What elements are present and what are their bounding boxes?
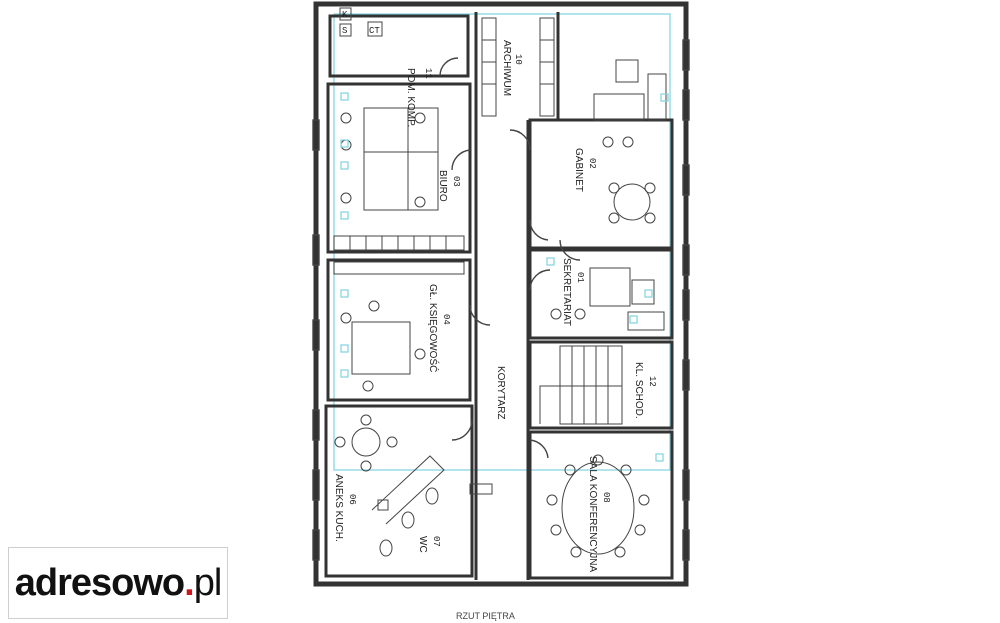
room-name-aneks-kuch: ANEKS KUCH. — [333, 474, 344, 542]
room-number-gl-ksiegowosc: 04 — [441, 314, 451, 325]
fixture-s-label: S — [342, 26, 347, 36]
room-number-wc: 07 — [431, 536, 441, 547]
room-number-biuro: 03 — [451, 176, 461, 187]
room-number-kl-schod: 12 — [647, 376, 657, 387]
sekretariat-furniture — [550, 267, 665, 331]
room-name-kl-schod: KL. SCHOD. — [633, 362, 644, 419]
conference-table — [546, 454, 650, 558]
ksiegowosc-desks — [333, 261, 465, 392]
room-number-sekretariat: 01 — [575, 272, 585, 283]
room-name-pom-komp: POM. KOMP. — [405, 68, 416, 127]
logo-dot: . — [184, 561, 195, 604]
room-name-archiwum: ARCHIWUM — [501, 40, 512, 96]
adresowo-logo[interactable]: adresowo.pl — [8, 547, 228, 619]
gabinet-furniture — [593, 59, 667, 224]
archiwum-shelves — [481, 17, 555, 117]
kitchen-wc-fixtures — [334, 414, 493, 557]
room-name-wc: WC — [417, 536, 428, 553]
logo-text: adresowo.pl — [14, 561, 223, 605]
room-name-gabinet: GABINET — [573, 148, 584, 192]
logo-tld: pl — [193, 561, 223, 604]
logo-main: adresowo — [14, 561, 185, 604]
room-name-biuro: BIURO — [437, 170, 448, 202]
socket-box-k — [339, 7, 352, 21]
room-number-pom-komp: 11 — [423, 68, 433, 79]
fixture-k-label: K — [342, 10, 348, 20]
socket-marks — [340, 92, 669, 462]
interior-walls — [324, 12, 674, 580]
outer-wall — [313, 1, 689, 587]
room-number-archiwum: 10 — [513, 54, 523, 65]
room-number-aneks-kuch: 06 — [347, 494, 357, 505]
room-name-sekretariat: SEKRETARIAT — [561, 258, 572, 326]
socket-box-ct — [367, 21, 383, 37]
plan-caption: RZUT PIĘTRA — [456, 611, 515, 621]
windows — [312, 39, 690, 561]
fixture-ct-label: CT — [369, 26, 380, 36]
staircase — [539, 345, 623, 425]
socket-box-s — [339, 23, 352, 37]
room-name-korytarz: KORYTARZ — [495, 366, 506, 420]
room-number-gabinet: 02 — [587, 158, 597, 169]
room-name-sala-konferencyjna: SALA KONFERENCYJNA — [587, 456, 598, 572]
room-number-sala-konferencyjna: 08 — [601, 492, 611, 503]
room-name-gl-ksiegowosc: GŁ. KSIĘGOWOŚĆ — [427, 284, 440, 372]
doors — [439, 57, 581, 459]
